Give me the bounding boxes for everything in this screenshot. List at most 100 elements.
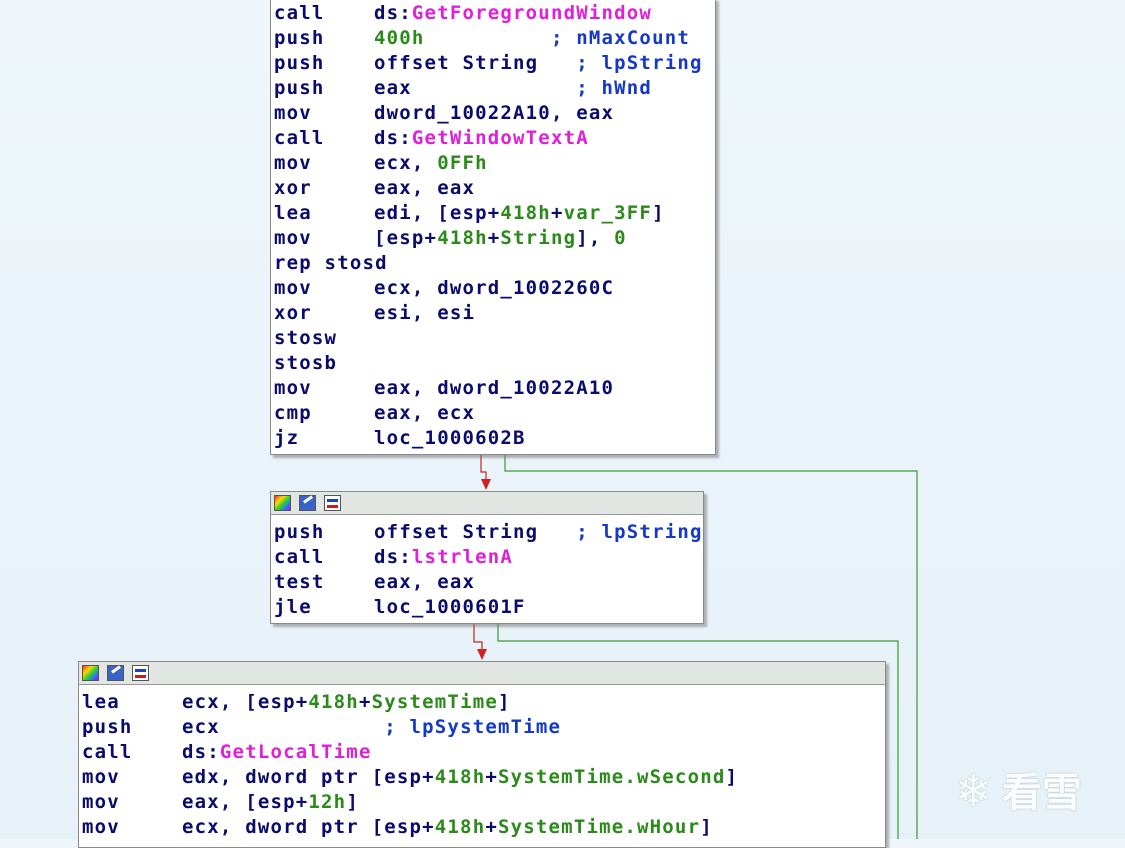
asm-mnemonic: push <box>274 77 325 99</box>
api-name[interactable]: GetLocalTime <box>219 741 372 763</box>
operand-text: + <box>550 202 564 224</box>
operand-text: ] <box>497 691 511 713</box>
operand-text: + <box>358 691 372 713</box>
asm-operands: offset String ; lpString <box>374 51 703 76</box>
block-header <box>271 492 703 515</box>
edit-icon[interactable] <box>107 665 124 681</box>
asm-mnemonic: test <box>274 571 325 593</box>
operand-text: ds: <box>374 2 412 24</box>
asm-operands: ds:GetWindowTextA <box>374 126 589 151</box>
comment: ; <box>219 716 410 738</box>
numeric-operand: 400h <box>374 27 425 49</box>
graph-view-icon[interactable] <box>132 665 149 681</box>
numeric-operand: var_3FF <box>563 202 653 224</box>
comment: hWnd <box>601 77 653 99</box>
asm-operands: dword_10022A10, eax <box>374 101 614 126</box>
asm-mnemonic: push <box>274 521 325 543</box>
asm-mnemonic: mov <box>82 766 120 788</box>
asm-mnemonic: lea <box>274 202 312 224</box>
operand-text: offset String <box>374 52 539 74</box>
numeric-operand: 0 <box>614 227 627 249</box>
asm-mnemonic: call <box>82 741 133 763</box>
operand-text: ds: <box>182 741 220 763</box>
asm-mnemonic: push <box>274 27 325 49</box>
edge-false-1 <box>504 455 918 839</box>
asm-mnemonic: call <box>274 2 325 24</box>
operand-text: eax, eax <box>374 571 476 593</box>
asm-mnemonic: lea <box>82 691 120 713</box>
numeric-operand: 12h <box>308 791 347 813</box>
asm-operands: loc_1000602B <box>374 426 526 451</box>
numeric-operand: 418h <box>500 202 551 224</box>
comment: ; <box>538 521 602 543</box>
operand-text: ecx <box>182 716 220 738</box>
operand-text: ecx, [esp+ <box>182 691 309 713</box>
operand-text: eax, eax <box>374 177 476 199</box>
api-name[interactable]: GetWindowTextA <box>411 127 589 149</box>
operand-text: ds: <box>374 546 412 568</box>
operand-text: esi, esi <box>374 302 476 324</box>
numeric-operand: 0FFh <box>437 152 488 174</box>
asm-operands: edx, dword ptr [esp+418h+SystemTime.wSec… <box>182 765 738 790</box>
asm-operands: loc_1000601F <box>374 595 526 620</box>
asm-operands: eax ; hWnd <box>374 76 652 101</box>
color-palette-icon[interactable] <box>82 665 99 681</box>
api-name[interactable]: GetForegroundWindow <box>411 2 653 24</box>
asm-operands: ecx ; lpSystemTime <box>182 715 561 740</box>
numeric-operand: 418h <box>434 766 486 788</box>
asm-mnemonic: call <box>274 127 325 149</box>
asm-operands: eax, eax <box>374 570 475 595</box>
asm-mnemonic: call <box>274 546 325 568</box>
operand-text: edx, dword ptr [esp+ <box>182 766 435 788</box>
edge-arrow-1 <box>481 479 491 490</box>
asm-mnemonic: rep stosd <box>274 252 388 274</box>
operand-text: eax <box>374 77 412 99</box>
graph-view-icon[interactable] <box>324 495 341 511</box>
watermark-text: 看雪 <box>1001 770 1082 816</box>
operand-text: loc_1000602B <box>374 427 526 449</box>
color-palette-icon[interactable] <box>274 495 291 511</box>
operand-text: [esp+ <box>374 227 438 249</box>
block-header <box>79 662 885 685</box>
comment: ; <box>424 27 577 49</box>
asm-mnemonic: mov <box>82 816 120 838</box>
operand-text: ] <box>700 816 713 838</box>
comment: ; <box>538 52 602 74</box>
operand-text: ecx, dword_1002260C <box>374 277 615 299</box>
edit-icon[interactable] <box>299 495 316 511</box>
asm-operands: ecx, dword ptr [esp+418h+SystemTime.wHou… <box>182 815 713 840</box>
asm-operands: esi, esi <box>374 301 475 326</box>
api-name[interactable]: lstrlenA <box>411 546 514 568</box>
operand-text: ds: <box>374 127 412 149</box>
edge-false-2 <box>497 624 899 839</box>
comment: lpSystemTime <box>409 716 562 738</box>
asm-mnemonic: xor <box>274 302 312 324</box>
asm-mnemonic: mov <box>274 377 312 399</box>
operand-text: + <box>485 766 498 788</box>
operand-text: ] <box>346 791 359 813</box>
operand-text: + <box>487 227 501 249</box>
asm-mnemonic: push <box>274 52 325 74</box>
numeric-operand: 418h <box>434 816 486 838</box>
operand-text: eax, dword_10022A10 <box>374 377 615 399</box>
numeric-operand: SystemTime.wHour <box>497 816 701 838</box>
asm-operands: eax, dword_10022A10 <box>374 376 614 401</box>
asm-operands: ecx, 0FFh <box>374 151 488 176</box>
asm-operands: eax, [esp+12h] <box>182 790 359 815</box>
asm-mnemonic: mov <box>274 227 312 249</box>
operand-text: ecx, <box>374 152 438 174</box>
operand-text: dword_10022A10, eax <box>374 102 615 124</box>
asm-operands: eax, ecx <box>374 401 475 426</box>
asm-operands: ds:GetLocalTime <box>182 740 372 765</box>
comment: nMaxCount <box>576 27 690 49</box>
asm-operands: ds:lstrlenA <box>374 545 513 570</box>
asm-mnemonic: mov <box>82 791 120 813</box>
comment: ; <box>411 77 602 99</box>
asm-mnemonic: stosw <box>274 327 338 349</box>
operand-text: eax, [esp+ <box>182 791 309 813</box>
operand-text: eax, ecx <box>374 402 476 424</box>
